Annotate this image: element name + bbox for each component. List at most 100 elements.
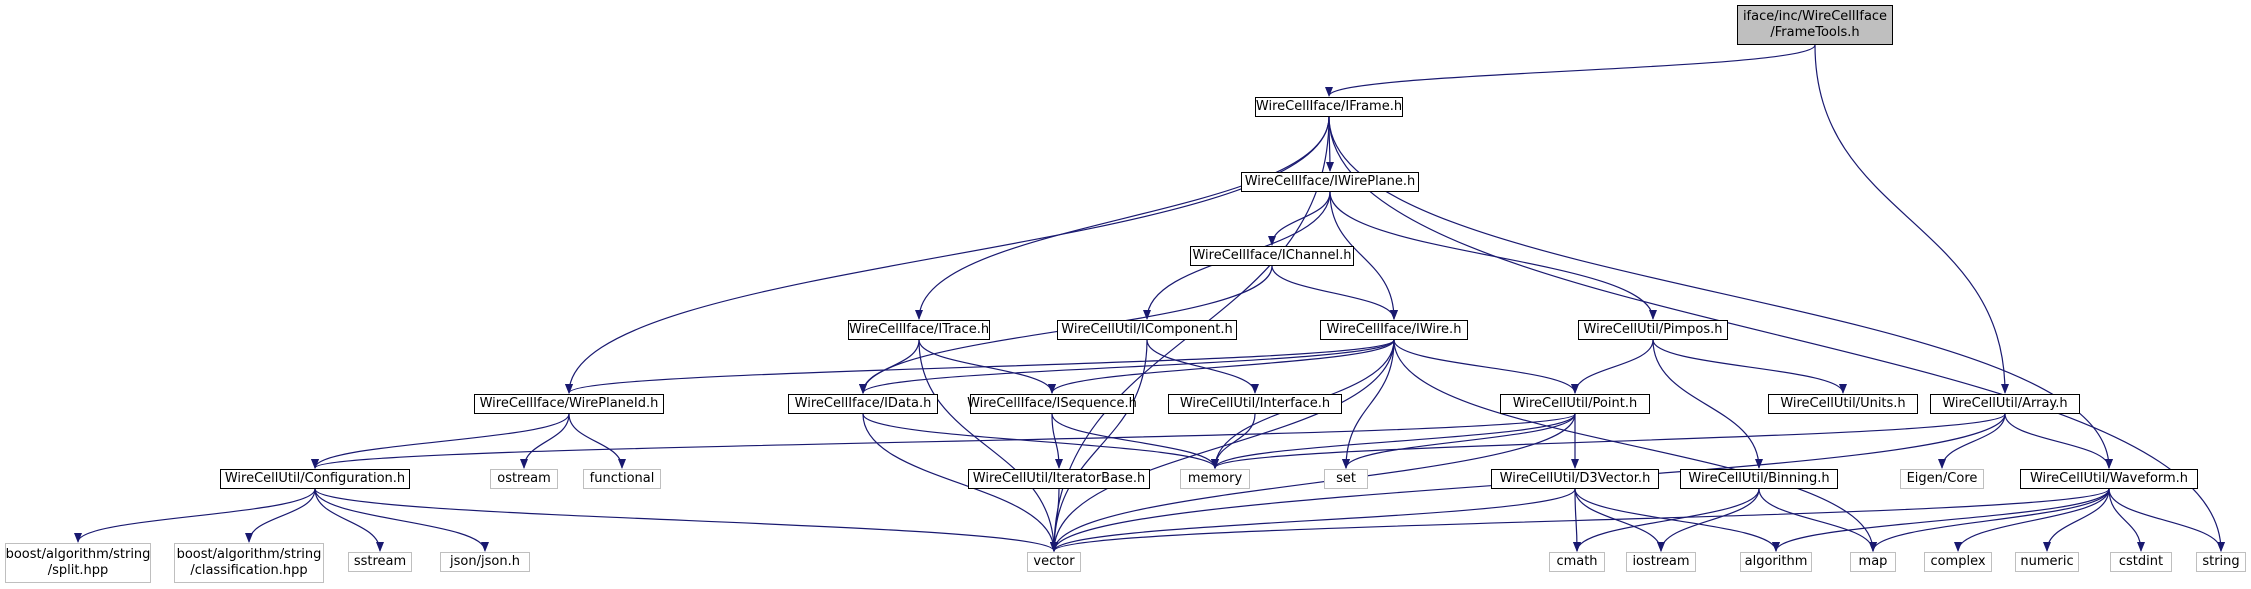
node-label: map [1858, 554, 1888, 569]
graph-node-numeric: numeric [2015, 552, 2079, 572]
graph-node-iwireplane[interactable]: WireCellIface/IWirePlane.h [1241, 172, 1419, 192]
graph-node-memory: memory [1180, 469, 1250, 489]
graph-node-icomponent[interactable]: WireCellUtil/IComponent.h [1057, 320, 1237, 340]
edge-iframe-to-itrace [915, 116, 1330, 320]
edge-root-to-iframe [1325, 44, 1816, 97]
edge-interface-to-memory [1211, 413, 1256, 469]
node-label: iostream [1632, 554, 1690, 569]
node-label: WireCellUtil/Binning.h [1688, 471, 1830, 486]
node-label: numeric [2020, 554, 2074, 569]
graph-node-ichannel[interactable]: WireCellIface/IChannel.h [1190, 246, 1354, 266]
node-label: string [2202, 554, 2240, 569]
edge-iframe-to-wireplaneid [565, 116, 1330, 394]
edge-configuration-to-sstream [314, 488, 384, 552]
graph-node-functional: functional [583, 469, 661, 489]
graph-node-array[interactable]: WireCellUtil/Array.h [1930, 394, 2080, 414]
graph-node-interface[interactable]: WireCellUtil/Interface.h [1168, 394, 1342, 414]
graph-node-pimpos[interactable]: WireCellUtil/Pimpos.h [1578, 320, 1728, 340]
edge-iwireplane-to-pimpos [1329, 191, 1657, 320]
node-label: WireCellUtil/Units.h [1780, 396, 1906, 411]
node-label: WireCellUtil/IteratorBase.h [972, 471, 1146, 486]
edge-iframe-to-waveform [1328, 116, 2113, 469]
node-label: WireCellUtil/Configuration.h [224, 471, 406, 486]
edge-waveform-to-cstdint [2108, 488, 2145, 552]
node-label: WireCellUtil/Array.h [1942, 396, 2068, 411]
graph-node-wireplaneid[interactable]: WireCellIface/WirePlaneId.h [474, 394, 664, 414]
node-label: WireCellUtil/IComponent.h [1061, 322, 1233, 337]
edge-iwire-to-set [1342, 339, 1395, 469]
edge-configuration-to-json [314, 488, 489, 552]
edge-ichannel-to-iwire [1271, 265, 1398, 320]
node-label: cmath [1556, 554, 1598, 569]
edge-iwireplane-to-iwire [1329, 191, 1398, 320]
node-label: WireCellIface/IData.h [794, 396, 932, 411]
graph-node-units[interactable]: WireCellUtil/Units.h [1768, 394, 1918, 414]
edge-wireplaneid-to-functional [568, 413, 626, 469]
edge-root-to-array [1814, 44, 2009, 394]
node-label: WireCellIface/WirePlaneId.h [479, 396, 659, 411]
node-label: json/json.h [450, 554, 520, 569]
graph-node-iteratorbase[interactable]: WireCellUtil/IteratorBase.h [968, 469, 1150, 489]
graph-node-cmath: cmath [1549, 552, 1605, 572]
graph-node-waveform[interactable]: WireCellUtil/Waveform.h [2020, 469, 2198, 489]
node-label: set [1336, 471, 1356, 486]
graph-node-iostream: iostream [1626, 552, 1696, 572]
edge-idata-to-memory [862, 413, 1219, 469]
edge-d3vector-to-vector [1050, 488, 1576, 552]
edge-d3vector-to-iostream [1574, 488, 1665, 552]
edge-array-to-eigencore [1938, 413, 2006, 469]
edge-pimpos-to-binning [1652, 339, 1763, 469]
node-label: functional [589, 471, 655, 486]
graph-node-classification: boost/algorithm/string/classification.hp… [174, 543, 324, 583]
edge-configuration-to-classification [245, 488, 316, 543]
edge-point-to-set [1342, 413, 1576, 469]
node-label: boost/algorithm/string [5, 547, 151, 562]
node-label: WireCellUtil/Waveform.h [2029, 471, 2189, 486]
edge-pimpos-to-units [1652, 339, 1847, 394]
graph-node-eigencore: Eigen/Core [1900, 469, 1984, 489]
edge-point-to-vector [1050, 413, 1576, 552]
graph-node-set: set [1324, 469, 1368, 489]
edge-idata-to-vector [862, 413, 1058, 552]
edge-isequence-to-memory [1051, 413, 1219, 469]
node-label: boost/algorithm/string [176, 547, 322, 562]
graph-node-complex: complex [1924, 552, 1992, 572]
edge-waveform-to-vector [1050, 488, 2110, 552]
edge-configuration-to-split [74, 488, 316, 543]
edge-itrace-to-vector [918, 339, 1058, 552]
node-label: WireCellUtil/Pimpos.h [1583, 322, 1723, 337]
graph-node-iframe[interactable]: WireCellIface/IFrame.h [1255, 97, 1403, 117]
graph-node-isequence[interactable]: WireCellIface/ISequence.h [967, 394, 1137, 414]
edge-pimpos-to-point [1571, 339, 1654, 394]
graph-node-root[interactable]: iface/inc/WireCellIface/FrameTools.h [1737, 5, 1893, 45]
graph-node-iwire[interactable]: WireCellIface/IWire.h [1320, 320, 1468, 340]
edge-array-to-waveform [2004, 413, 2113, 469]
node-label: WireCellIface/IWire.h [1326, 322, 1462, 337]
node-label: WireCellIface/IWirePlane.h [1244, 174, 1416, 189]
edge-iframe-to-string [1328, 116, 2225, 552]
graph-node-itrace[interactable]: WireCellIface/ITrace.h [848, 320, 990, 340]
graph-node-string: string [2196, 552, 2246, 572]
edge-point-to-configuration [311, 413, 1576, 469]
graph-node-binning[interactable]: WireCellUtil/Binning.h [1680, 469, 1838, 489]
node-label: cstdint [2118, 554, 2164, 569]
graph-node-idata[interactable]: WireCellIface/IData.h [788, 394, 938, 414]
graph-node-configuration[interactable]: WireCellUtil/Configuration.h [220, 469, 410, 489]
node-label: complex [1930, 554, 1986, 569]
edge-waveform-to-complex [1954, 488, 2110, 552]
graph-node-point[interactable]: WireCellUtil/Point.h [1500, 394, 1650, 414]
edge-itrace-to-idata [859, 339, 920, 394]
edge-waveform-to-map [1869, 488, 2110, 552]
edge-isequence-to-iteratorbase [1051, 413, 1063, 469]
edge-binning-to-iostream [1657, 488, 1760, 552]
edge-waveform-to-numeric [2043, 488, 2110, 552]
node-label: /FrameTools.h [1770, 25, 1860, 40]
edge-iwire-to-idata [859, 339, 1395, 394]
graph-node-d3vector[interactable]: WireCellUtil/D3Vector.h [1491, 469, 1659, 489]
node-label: ostream [497, 471, 551, 486]
graph-node-algorithm: algorithm [1740, 552, 1812, 572]
node-label: /split.hpp [47, 563, 109, 578]
graph-node-ostream: ostream [490, 469, 558, 489]
